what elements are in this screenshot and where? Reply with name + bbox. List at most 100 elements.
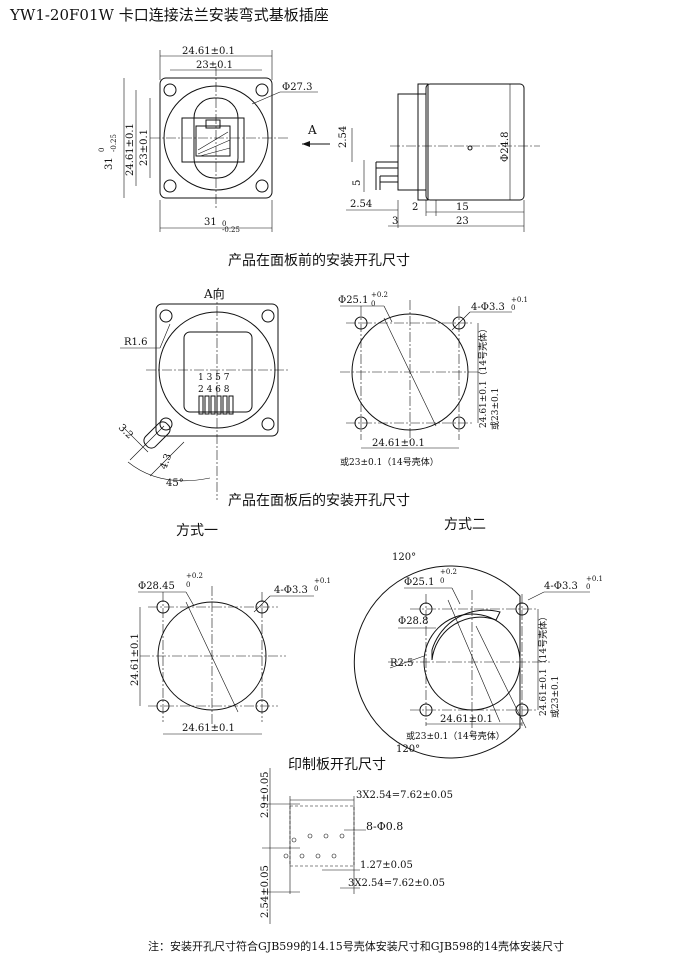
- mount-hole: [163, 179, 177, 193]
- dim-label: 8-Φ0.8: [366, 820, 403, 833]
- rj45-latch: [205, 119, 221, 129]
- keyway-slot: [143, 421, 171, 449]
- dim-label: 4.3: [158, 452, 174, 471]
- dim-label: 31: [204, 217, 217, 228]
- tol-label: +0.1: [586, 575, 603, 583]
- mount-hole: [163, 83, 177, 97]
- rj45-frame: [183, 331, 253, 413]
- dim-label: Φ28.8: [398, 616, 428, 627]
- tol-label: 0: [440, 577, 444, 585]
- dim-label: 4-Φ3.3: [274, 585, 308, 596]
- dim-label: 24.61±0.1（14号壳体）: [537, 612, 549, 716]
- view-title: A向: [203, 286, 225, 301]
- tol-label: 0: [511, 304, 515, 312]
- dim-label: 或23±0.1: [489, 388, 501, 430]
- mount-hole: [159, 309, 173, 323]
- tol-label: +0.1: [314, 577, 331, 585]
- page-title: YW1-20F01W 卡口连接法兰安装弯式基板插座: [10, 6, 329, 24]
- dim-label: 或23±0.1（14号壳体）: [406, 730, 505, 742]
- pin-numbers-odd: 1 3 5 7: [198, 373, 230, 383]
- dim-label: 24.61±0.1: [125, 123, 136, 176]
- a-view: A向 1 3 5 7 2 4 6 8 R1.6 3.2 4.3 45°: [116, 286, 290, 500]
- mount-hole: [261, 417, 275, 431]
- dim-label: R2.5: [390, 658, 413, 669]
- shell-body: [425, 83, 525, 201]
- dim-label: 45°: [166, 478, 184, 489]
- dim-label: 4-Φ3.3: [544, 581, 578, 592]
- flange-plate: [397, 93, 427, 191]
- dim-label: Φ24.8: [500, 132, 511, 162]
- dim-label: 或23±0.1（14号壳体）: [340, 456, 439, 468]
- dim-label: 2.9±0.05: [260, 771, 271, 818]
- rj45-body: [181, 117, 245, 163]
- dim-label: 23±0.1: [139, 129, 150, 166]
- mount-hole: [159, 417, 173, 431]
- dim-label: 2.54: [350, 199, 372, 210]
- dim-label: 31: [104, 157, 115, 170]
- pin-row: [198, 395, 234, 415]
- caption-method-two: 方式二: [444, 517, 486, 533]
- dim-label: 23: [456, 216, 469, 227]
- dim-label: 24.61±0.1: [130, 633, 141, 686]
- dim-label: 2.54±0.05: [260, 865, 271, 918]
- rj45-contacts: [197, 131, 231, 157]
- tol-label: +0.1: [511, 296, 528, 304]
- tol-label: 0: [98, 148, 106, 152]
- pin-numbers-even: 2 4 6 8: [198, 385, 230, 395]
- dim-label: 24.61±0.1（14号壳体）: [477, 324, 489, 428]
- dim-label: 3X2.54=7.62±0.05: [356, 790, 453, 801]
- dim-label: 3X2.54=7.62±0.05: [348, 878, 445, 889]
- tol-label: 0: [371, 300, 375, 308]
- mount-hole: [255, 179, 269, 193]
- caption-front-mount: 产品在面板前的安装开孔尺寸: [228, 253, 410, 269]
- dim-label: Φ28.45: [138, 581, 175, 592]
- tol-label: 0: [586, 583, 590, 591]
- keyway-cut: [431, 609, 501, 661]
- method-one-view: Φ28.45 +0.2 0 4-Φ3.3 +0.1 0 24.61±0.1 24…: [130, 572, 331, 735]
- dim-label: 24.61±0.1: [440, 714, 493, 725]
- dim-label: 3: [392, 216, 398, 227]
- caption-pcb: 印制板开孔尺寸: [288, 757, 386, 773]
- dim-label: 24.61±0.1: [182, 723, 235, 734]
- dim-label: 或23±0.1: [549, 676, 561, 718]
- tol-label: 0: [314, 585, 318, 593]
- key-dot: [467, 145, 473, 151]
- footnote: 注：安装开孔尺寸符合GJB599的14.15号壳体安装尺寸和GJB598的14壳…: [148, 940, 565, 953]
- dim-label: 1.27±0.05: [360, 860, 413, 871]
- dim-label: 2.54: [338, 126, 349, 148]
- dim-label: 24.61±0.1: [372, 438, 425, 449]
- dim-label: 24.61±0.1: [182, 46, 235, 57]
- dim-label: Φ27.3: [282, 82, 312, 93]
- tol-label: -0.25: [222, 226, 240, 234]
- dim-label: 2: [412, 202, 418, 213]
- pcb-pins: [375, 161, 398, 190]
- mount-hole: [261, 309, 275, 323]
- tol-label: 0: [222, 220, 226, 228]
- mount-hole: [255, 83, 269, 97]
- pcb-holes: [283, 833, 345, 859]
- tol-label: -0.25: [110, 134, 118, 152]
- dim-label: 3.2: [116, 422, 135, 441]
- rj45-cavity: [195, 125, 231, 157]
- angle-label: 120°: [392, 552, 416, 563]
- dim-label: Φ25.1: [404, 577, 434, 588]
- caption-rear-mount: 产品在面板后的安装开孔尺寸: [228, 493, 410, 509]
- tol-label: +0.2: [371, 291, 388, 299]
- view-marker: A: [307, 123, 317, 137]
- tol-label: +0.2: [440, 568, 457, 576]
- angle-arc: [127, 461, 211, 482]
- dim-label: 15: [456, 202, 469, 213]
- dim-label: 23±0.1: [196, 60, 233, 71]
- shell-ring: [417, 83, 429, 201]
- dim-label: R1.6: [124, 337, 147, 348]
- dim-label: 5: [352, 180, 363, 186]
- pcb-outline: [289, 805, 355, 867]
- rear-cutout-view: Φ25.1 +0.2 0 4-Φ3.3 +0.1 0 24.61±0.1（14号…: [338, 291, 528, 468]
- tol-label: 0: [186, 581, 190, 589]
- method-two-view: 120° Φ25.1 +0.2 0 4-Φ3.3 +0.1 0 Φ28.8 R2…: [353, 552, 603, 759]
- front-view: 24.61±0.1 23±0.1 Φ27.3 31 0 -0.25 24.61±…: [98, 46, 330, 234]
- angle-label: 120°: [396, 744, 420, 755]
- dim-label: 4-Φ3.3: [471, 302, 505, 313]
- side-view: 2.54 5 Φ24.8 2.54 2 15 3 23: [338, 83, 540, 232]
